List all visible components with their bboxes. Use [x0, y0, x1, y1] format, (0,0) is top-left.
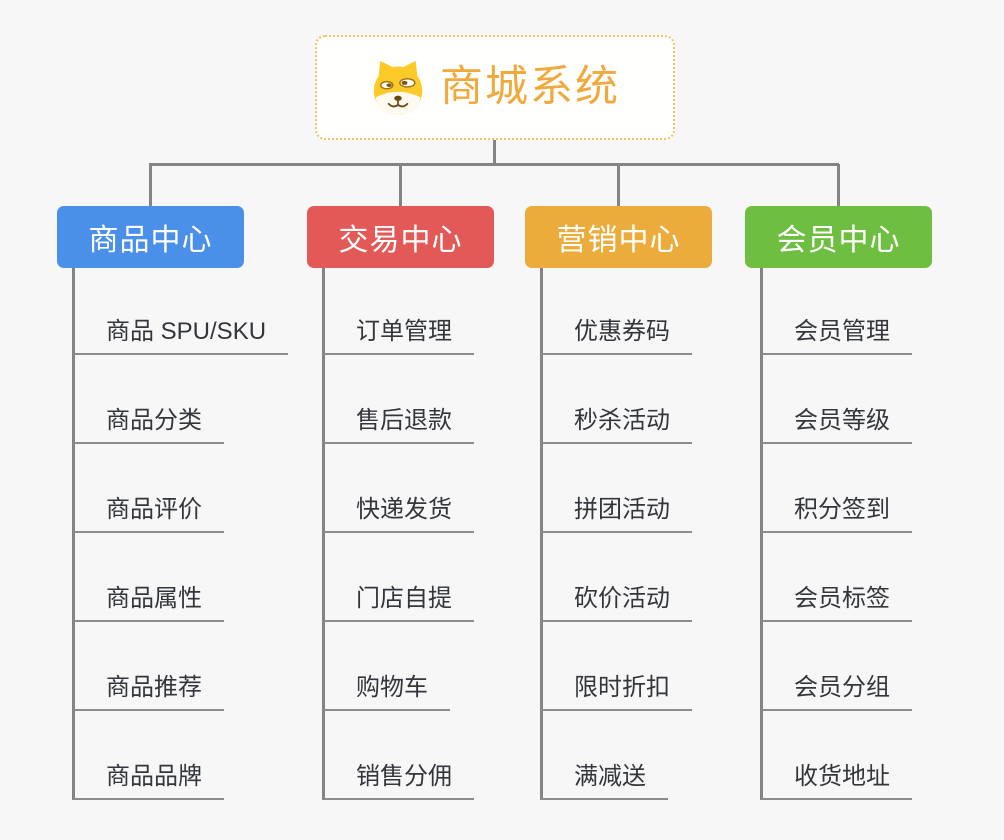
- leaf-node[interactable]: 商品评价: [73, 493, 224, 533]
- leaf-node[interactable]: 商品属性: [73, 582, 224, 622]
- leaf-node[interactable]: 优惠券码: [541, 315, 692, 355]
- leaf-node[interactable]: 售后退款: [323, 404, 474, 444]
- connector-drop: [617, 164, 620, 207]
- branch-node-trade-center[interactable]: 交易中心: [307, 206, 494, 268]
- leaf-node[interactable]: 积分签到: [761, 493, 912, 533]
- branch-spine: [322, 268, 325, 800]
- root-title: 商城系统: [440, 63, 620, 111]
- leaf-node[interactable]: 会员等级: [761, 404, 912, 444]
- connector-drop: [399, 164, 402, 207]
- leaf-node[interactable]: 购物车: [323, 671, 450, 711]
- leaf-node[interactable]: 门店自提: [323, 582, 474, 622]
- leaf-node[interactable]: 会员管理: [761, 315, 912, 355]
- leaf-node[interactable]: 会员分组: [761, 671, 912, 711]
- connector-drop: [149, 164, 152, 207]
- leaf-node[interactable]: 销售分佣: [323, 760, 474, 800]
- leaf-node[interactable]: 订单管理: [323, 315, 474, 355]
- dog-mascot-icon: [373, 60, 423, 115]
- branch-spine: [540, 268, 543, 800]
- connector-root-drop: [493, 140, 496, 166]
- leaf-node[interactable]: 拼团活动: [541, 493, 692, 533]
- leaf-node[interactable]: 砍价活动: [541, 582, 692, 622]
- root-node[interactable]: 商城系统: [315, 35, 675, 140]
- branch-spine: [72, 268, 75, 800]
- branch-node-member-center[interactable]: 会员中心: [745, 206, 932, 268]
- branch-spine: [760, 268, 763, 800]
- branch-member-center: 会员中心 会员管理 会员等级 积分签到 会员标签 会员分组 收货地址: [745, 206, 975, 806]
- leaf-node[interactable]: 商品品牌: [73, 760, 224, 800]
- leaf-node[interactable]: 秒杀活动: [541, 404, 692, 444]
- branch-label: 交易中心: [338, 224, 463, 257]
- branch-trade-center: 交易中心 订单管理 售后退款 快递发货 门店自提 购物车 销售分佣: [307, 206, 537, 806]
- leaf-node[interactable]: 收货地址: [761, 760, 912, 800]
- leaf-node[interactable]: 商品 SPU/SKU: [73, 315, 289, 355]
- leaf-node[interactable]: 满减送: [541, 760, 668, 800]
- branch-label: 营销中心: [556, 224, 681, 257]
- leaf-node[interactable]: 商品推荐: [73, 671, 224, 711]
- branch-node-product-center[interactable]: 商品中心: [57, 206, 244, 268]
- leaf-node[interactable]: 快递发货: [323, 493, 474, 533]
- branch-label: 商品中心: [88, 224, 213, 257]
- connector-drop: [837, 164, 840, 207]
- leaf-node[interactable]: 限时折扣: [541, 671, 692, 711]
- branch-marketing-center: 营销中心 优惠券码 秒杀活动 拼团活动 砍价活动 限时折扣 满减送: [525, 206, 755, 806]
- branch-node-marketing-center[interactable]: 营销中心: [525, 206, 712, 268]
- leaf-node[interactable]: 商品分类: [73, 404, 224, 444]
- branch-label: 会员中心: [776, 224, 901, 257]
- branch-product-center: 商品中心 商品 SPU/SKU 商品分类 商品评价 商品属性 商品推荐 商品品牌: [57, 206, 289, 806]
- leaf-node[interactable]: 会员标签: [761, 582, 912, 622]
- connector-bus: [149, 163, 839, 166]
